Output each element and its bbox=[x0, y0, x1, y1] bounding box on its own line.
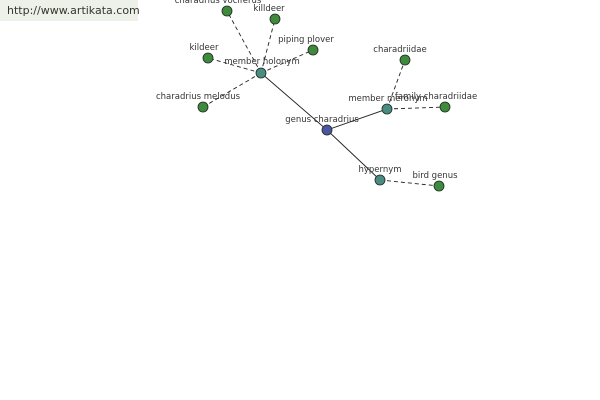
node-label-member-meronym[interactable]: member meronym bbox=[348, 94, 427, 104]
node-member-holonym[interactable] bbox=[255, 67, 267, 79]
node-piping-plover[interactable] bbox=[307, 44, 319, 56]
node-label-hypernym[interactable]: hypernym bbox=[358, 165, 401, 175]
node-label-charadrius-melodus[interactable]: charadrius melodus bbox=[156, 92, 241, 102]
node-killdeer-2[interactable] bbox=[202, 52, 214, 64]
node-label-center[interactable]: genus charadrius bbox=[285, 115, 359, 125]
edge-member-holonym-to-piping-plover bbox=[260, 49, 314, 74]
site-url-banner[interactable]: http://www.artikata.com bbox=[0, 0, 140, 21]
node-member-meronym[interactable] bbox=[381, 103, 393, 115]
node-hypernym[interactable] bbox=[374, 174, 386, 186]
node-charadrius-melodus[interactable] bbox=[197, 101, 209, 113]
edge-member-holonym-to-killdeer-1 bbox=[260, 18, 276, 74]
node-family-charadriidae[interactable] bbox=[439, 101, 451, 113]
node-label-charadrius-vociferus[interactable]: charadrius vociferus bbox=[175, 0, 262, 6]
node-label-family-charadriidae[interactable]: family charadriidae bbox=[395, 92, 477, 102]
edge-center-to-member-holonym bbox=[260, 72, 328, 131]
node-label-killdeer-2[interactable]: kildeer bbox=[190, 43, 220, 53]
node-killdeer-1[interactable] bbox=[269, 13, 281, 25]
node-label-member-holonym[interactable]: member holonym bbox=[224, 57, 299, 67]
node-label-charadriidae[interactable]: charadriidae bbox=[373, 45, 426, 55]
edge-center-to-member-meronym bbox=[326, 108, 388, 131]
edge-hypernym-to-bird-genus bbox=[379, 179, 440, 187]
edge-member-holonym-to-charadrius-vociferus bbox=[226, 10, 262, 74]
node-charadriidae[interactable] bbox=[399, 54, 411, 66]
node-label-killdeer-1[interactable]: killdeer bbox=[253, 4, 285, 14]
edge-center-to-hypernym bbox=[326, 129, 381, 181]
edge-member-holonym-to-charadrius-melodus bbox=[202, 72, 262, 108]
edge-member-meronym-to-charadriidae bbox=[386, 59, 406, 110]
nodes-layer bbox=[197, 5, 451, 192]
edge-member-holonym-to-killdeer-2 bbox=[207, 57, 262, 74]
edges-layer bbox=[202, 10, 446, 187]
edge-member-meronym-to-family-charadriidae bbox=[386, 106, 446, 110]
node-bird-genus[interactable] bbox=[433, 180, 445, 192]
node-label-bird-genus[interactable]: bird genus bbox=[412, 171, 458, 181]
node-charadrius-vociferus[interactable] bbox=[221, 5, 233, 17]
node-label-piping-plover[interactable]: piping plover bbox=[278, 35, 334, 45]
labels-layer: genus charadrius member holonym member mer… bbox=[156, 0, 477, 181]
node-center[interactable] bbox=[321, 124, 333, 136]
